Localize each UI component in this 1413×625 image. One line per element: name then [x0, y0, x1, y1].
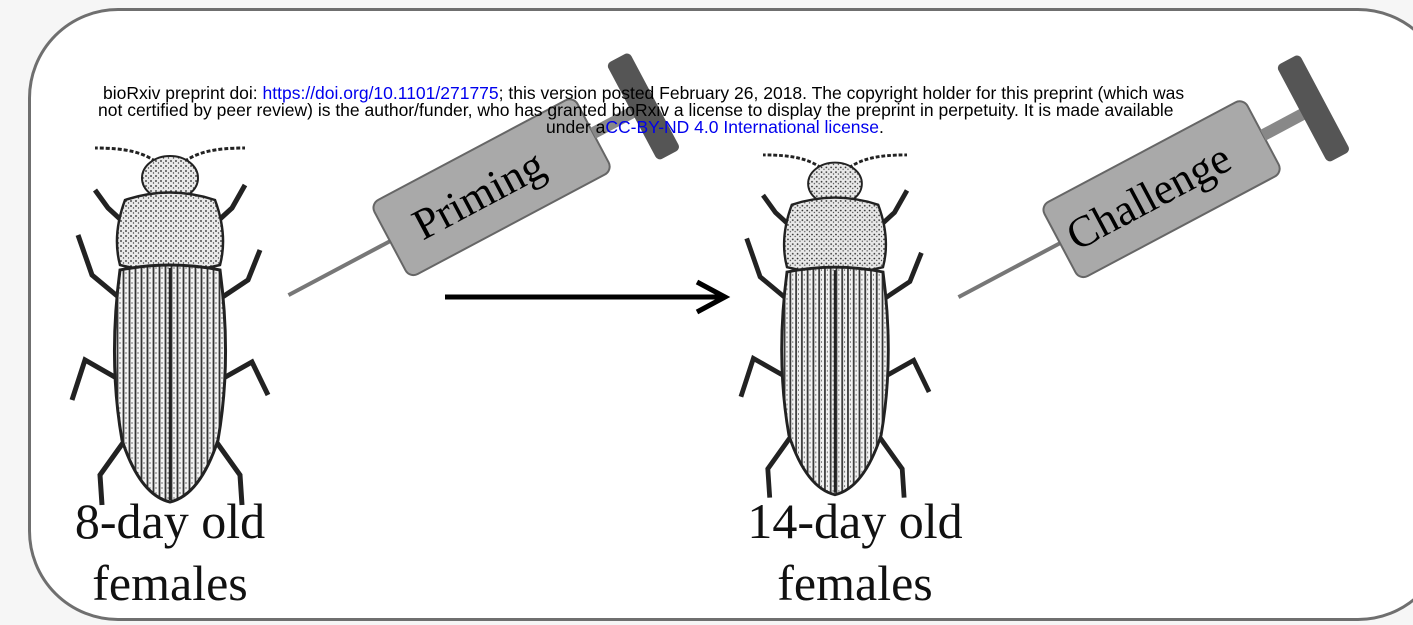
header-line3-suffix: . — [879, 117, 884, 137]
header-line3-prefix: under a — [546, 117, 605, 137]
arrow-right-icon — [445, 282, 725, 312]
right-caption: 14-day old females — [725, 490, 985, 614]
right-caption-line-2: females — [725, 552, 985, 614]
left-caption: 8-day old females — [60, 490, 280, 614]
license-link[interactable]: CC-BY-ND 4.0 International license — [605, 117, 879, 137]
right-caption-line-1: 14-day old — [725, 490, 985, 552]
header-line-3: under aCC-BY-ND 4.0 International licens… — [546, 119, 884, 136]
beetle-illustration-right — [741, 155, 929, 498]
beetle-illustration-left — [72, 148, 268, 505]
left-caption-line-2: females — [60, 552, 280, 614]
left-caption-line-1: 8-day old — [60, 490, 280, 552]
